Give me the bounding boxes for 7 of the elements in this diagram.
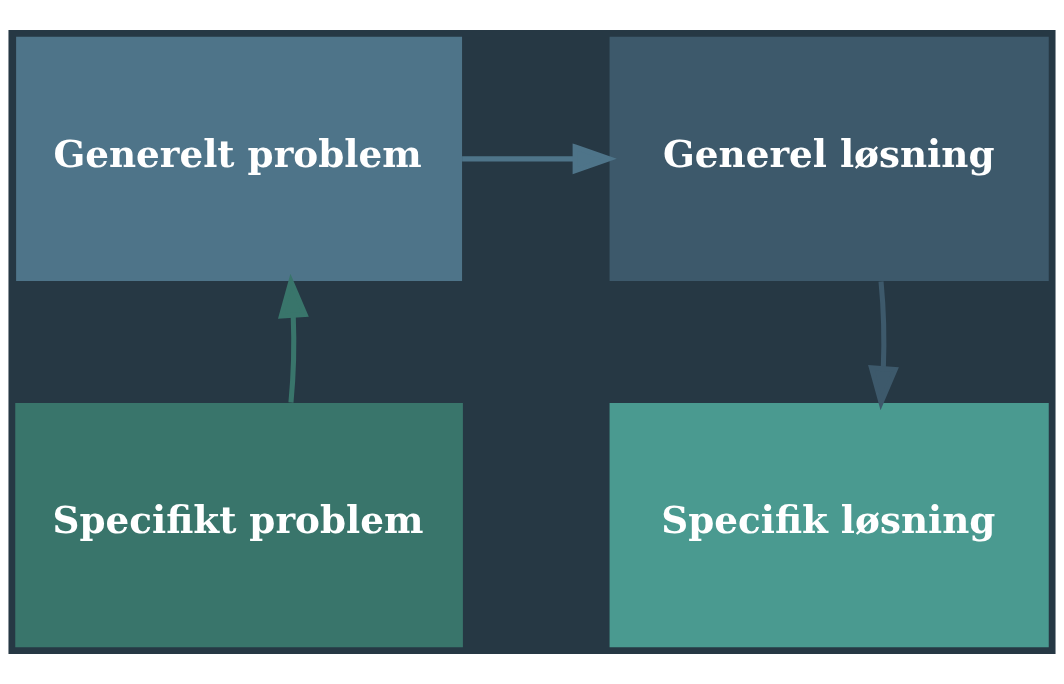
arrow: [462, 143, 617, 175]
node-box: Specifikt problem: [15, 403, 463, 648]
node-box: Generelt problem: [16, 36, 463, 281]
node-box: Generel løsning: [609, 36, 1049, 281]
arrow: [868, 281, 899, 411]
arrow: [277, 273, 309, 403]
node-box: Specifik løsning: [609, 403, 1049, 648]
